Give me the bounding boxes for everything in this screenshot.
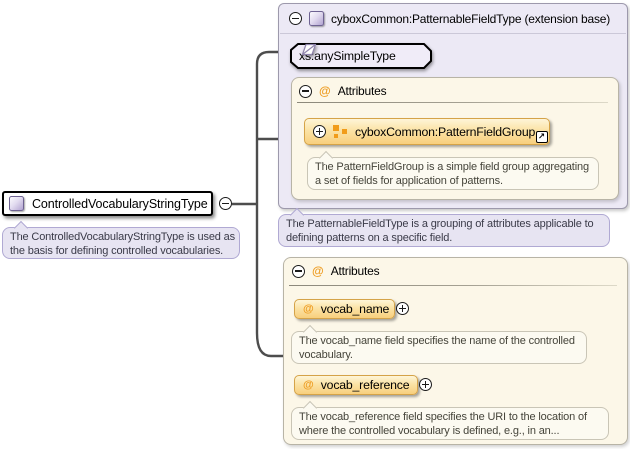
doc-text: The PatternFieldGroup is a simple field … xyxy=(315,161,589,173)
header-divider xyxy=(289,285,617,287)
vocab-reference-expand-toggle[interactable] xyxy=(419,378,432,391)
doc-text: a set of fields for application of patte… xyxy=(315,175,503,187)
simple-type-icon xyxy=(301,43,317,56)
extension-base-title: cyboxCommon:PatternableFieldType (extens… xyxy=(331,11,611,26)
attribute-icon xyxy=(312,265,324,278)
doc-text: the basis for defining controlled vocabu… xyxy=(10,245,224,257)
pattern-field-group-box[interactable]: cyboxCommon:PatternFieldGroup xyxy=(304,118,550,145)
doc-text: The PatternableFieldType is a grouping o… xyxy=(286,218,594,230)
extension-base-header: cyboxCommon:PatternableFieldType (extens… xyxy=(289,11,610,26)
extension-base-panel: cyboxCommon:PatternableFieldType (extens… xyxy=(278,3,628,209)
base-type-box[interactable]: xs:anySimpleType xyxy=(290,43,432,69)
octagon-shape xyxy=(290,43,432,69)
jump-to-definition-icon[interactable] xyxy=(535,130,548,143)
attribute-icon xyxy=(303,379,314,392)
root-type-doc-bubble: The ControlledVocabularyStringType is us… xyxy=(2,227,240,259)
collapse-toggle[interactable] xyxy=(289,12,302,25)
doc-text: defining patterns on a specific field. xyxy=(286,232,453,244)
doc-text: The ControlledVocabularyStringType is us… xyxy=(10,231,235,243)
attribute-icon xyxy=(319,85,331,98)
root-type-box[interactable]: ControlledVocabularyStringType xyxy=(2,191,213,216)
vocab-name-doc-bubble: The vocab_name field specifies the name … xyxy=(291,331,587,364)
attributes-title: Attributes xyxy=(330,264,380,278)
attributes-title: Attributes xyxy=(337,84,387,98)
collapse-toggle[interactable] xyxy=(299,84,312,98)
base-type-label: xs:anySimpleType xyxy=(299,49,396,63)
attribute-box-vocab-reference[interactable]: vocab_reference xyxy=(294,375,418,395)
doc-text: where the controlled vocabulary is defin… xyxy=(299,425,560,437)
extension-attributes-panel: Attributes cyboxCommon:PatternFieldGroup… xyxy=(291,77,619,200)
header-divider xyxy=(280,33,626,34)
vocab-reference-doc-bubble: The vocab_reference field specifies the … xyxy=(291,407,609,440)
expand-toggle[interactable] xyxy=(313,125,326,138)
pattern-field-group-doc-bubble: The PatternFieldGroup is a simple field … xyxy=(307,157,599,190)
vocab-name-expand-toggle[interactable] xyxy=(396,302,409,315)
doc-text: The vocab_reference field specifies the … xyxy=(299,411,587,423)
attribute-group-icon xyxy=(333,124,348,139)
pattern-field-group-label: cyboxCommon:PatternFieldGroup xyxy=(355,124,536,139)
attribute-box-vocab-name[interactable]: vocab_name xyxy=(294,299,395,319)
attributes-header: Attributes xyxy=(292,264,380,278)
extension-base-doc-bubble: The PatternableFieldType is a grouping o… xyxy=(278,214,610,247)
complex-type-icon xyxy=(9,196,24,211)
attribute-label: vocab_name xyxy=(320,302,390,316)
attribute-icon xyxy=(303,303,314,316)
connector-trunk xyxy=(255,50,290,358)
doc-text: vocabulary. xyxy=(299,349,353,361)
attributes-header: Attributes xyxy=(299,84,387,98)
root-type-label: ControlledVocabularyStringType xyxy=(32,196,208,211)
own-attributes-panel: Attributes vocab_name The vocab_name fie… xyxy=(283,257,628,445)
doc-text: The vocab_name field specifies the name … xyxy=(299,335,575,347)
complex-type-icon xyxy=(309,11,324,26)
header-divider xyxy=(297,102,608,104)
attribute-label: vocab_reference xyxy=(320,378,410,392)
root-collapse-toggle[interactable] xyxy=(219,197,232,210)
collapse-toggle[interactable] xyxy=(292,264,305,278)
